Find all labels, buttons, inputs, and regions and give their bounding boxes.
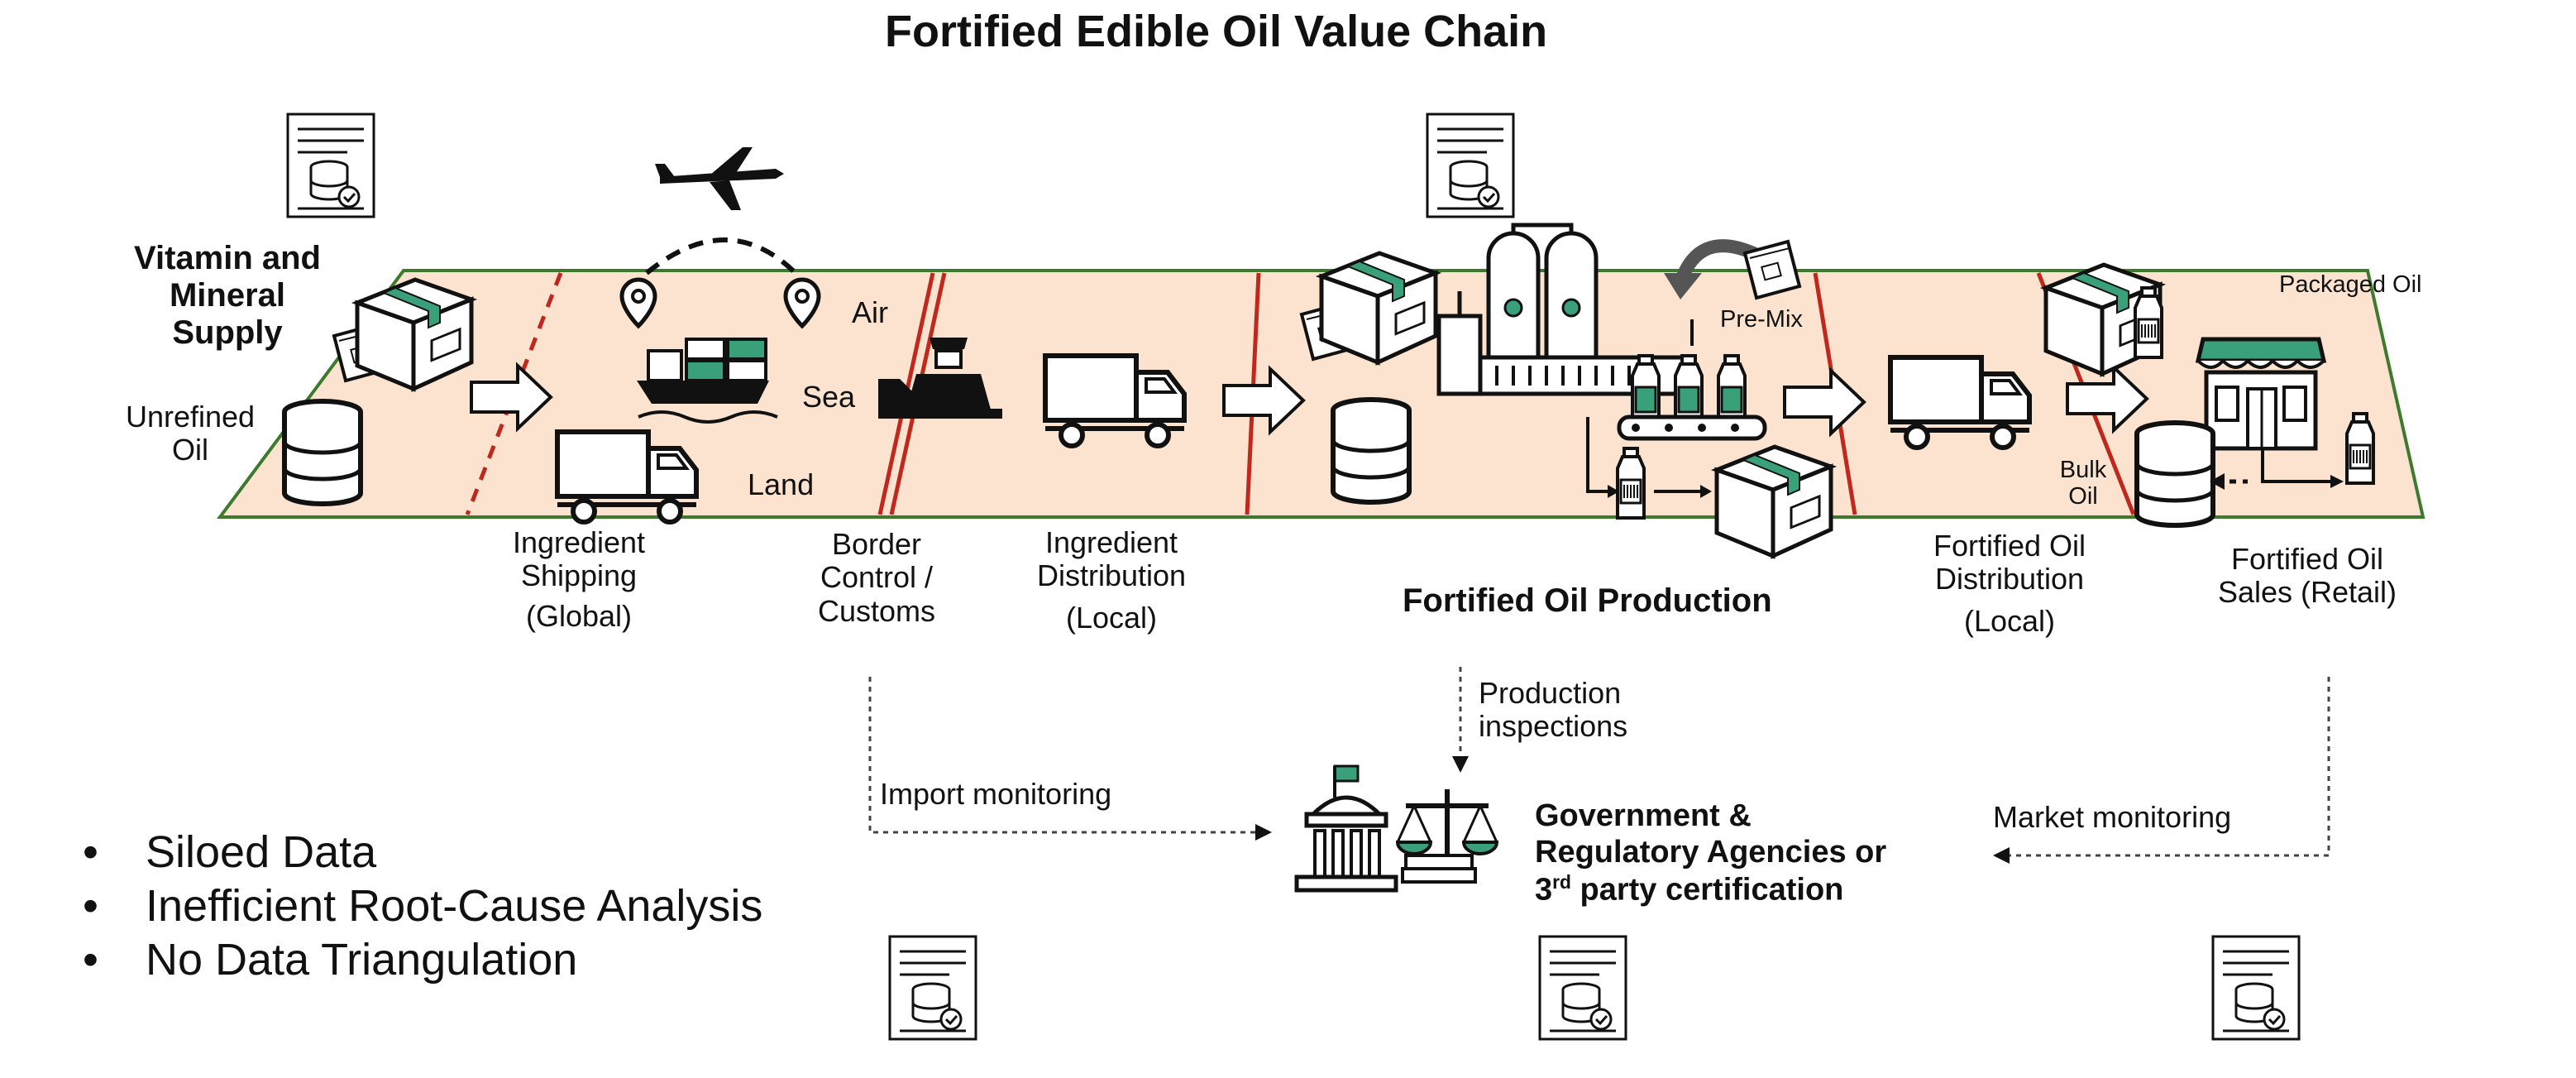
document-database-icon [286, 113, 375, 218]
stage-ingredient-distribution: Ingredient Distribution (Local) [1036, 525, 1187, 635]
market-monitoring-label: Market monitoring [1993, 800, 2232, 834]
government-building-icon [1294, 764, 1398, 893]
barrel-icon [284, 401, 361, 504]
land-label: Land [748, 467, 815, 501]
ship-icon [637, 338, 778, 424]
bottle-icon [1631, 354, 1661, 427]
factory-plant-icon [1436, 223, 1689, 396]
bottle-icon [2134, 286, 2163, 359]
production-inspections-label: Production inspections [1479, 676, 1628, 744]
stage-fortified-oil-distribution: Fortified Oil Distribution (Local) [1933, 529, 2086, 638]
government-agencies-label: Government & Regulatory Agencies or 3rd … [1535, 798, 1887, 908]
barrel-icon [1333, 400, 1409, 502]
document-database-icon [1538, 935, 1627, 1041]
bottle-icon [2345, 412, 2375, 485]
stage-ingredient-shipping: Ingredient Shipping (Global) [512, 525, 646, 633]
issue-item: No Data Triangulation [83, 933, 762, 987]
sachet-icon [1743, 240, 1801, 299]
bottle-icon [1717, 354, 1747, 427]
import-monitoring-line [868, 677, 1259, 834]
unrefined-oil-label: Unrefined Oil [125, 400, 256, 467]
value-chain-band [217, 269, 2425, 519]
document-database-icon [1426, 113, 1515, 218]
retail-store-icon [2195, 337, 2327, 451]
diagram-title: Fortified Edible Oil Value Chain [885, 7, 1548, 56]
pre-mix-label: Pre-Mix [1720, 306, 1803, 333]
stage-fortified-oil-production: Fortified Oil Production [1403, 582, 1772, 619]
bottle-icon [1616, 447, 1646, 520]
stage-border-control: Border Control / Customs [817, 527, 936, 628]
flight-path [645, 237, 798, 275]
document-database-icon [2211, 935, 2301, 1041]
issue-item: Inefficient Root-Cause Analysis [83, 879, 762, 933]
bulk-oil-label: Bulk Oil [2059, 457, 2107, 510]
package-box-icon [1717, 447, 1831, 556]
airplane-icon [655, 147, 784, 210]
sea-label: Sea [802, 380, 856, 414]
scales-of-justice-icon [1395, 789, 1499, 884]
package-box-icon [357, 280, 471, 389]
customs-officer-icon [878, 338, 1002, 419]
air-label: Air [852, 295, 888, 329]
package-box-icon [1321, 253, 1436, 362]
issue-item: Siloed Data [83, 826, 762, 879]
issues-list: Siloed Data Inefficient Root-Cause Analy… [83, 826, 762, 987]
market-monitoring-line [2005, 677, 2330, 857]
document-database-icon [888, 935, 977, 1041]
conveyor-icon [1617, 414, 1767, 441]
vitamin-mineral-supply-label: Vitamin and Mineral Supply [134, 240, 321, 351]
stage-fortified-oil-sales: Fortified Oil Sales (Retail) [2217, 542, 2397, 610]
divider-dashed [465, 272, 563, 515]
packaged-oil-label: Packaged Oil [2279, 271, 2422, 298]
barrel-icon [2137, 423, 2213, 525]
bottle-icon [1674, 354, 1704, 427]
import-monitoring-label: Import monitoring [880, 777, 1112, 811]
